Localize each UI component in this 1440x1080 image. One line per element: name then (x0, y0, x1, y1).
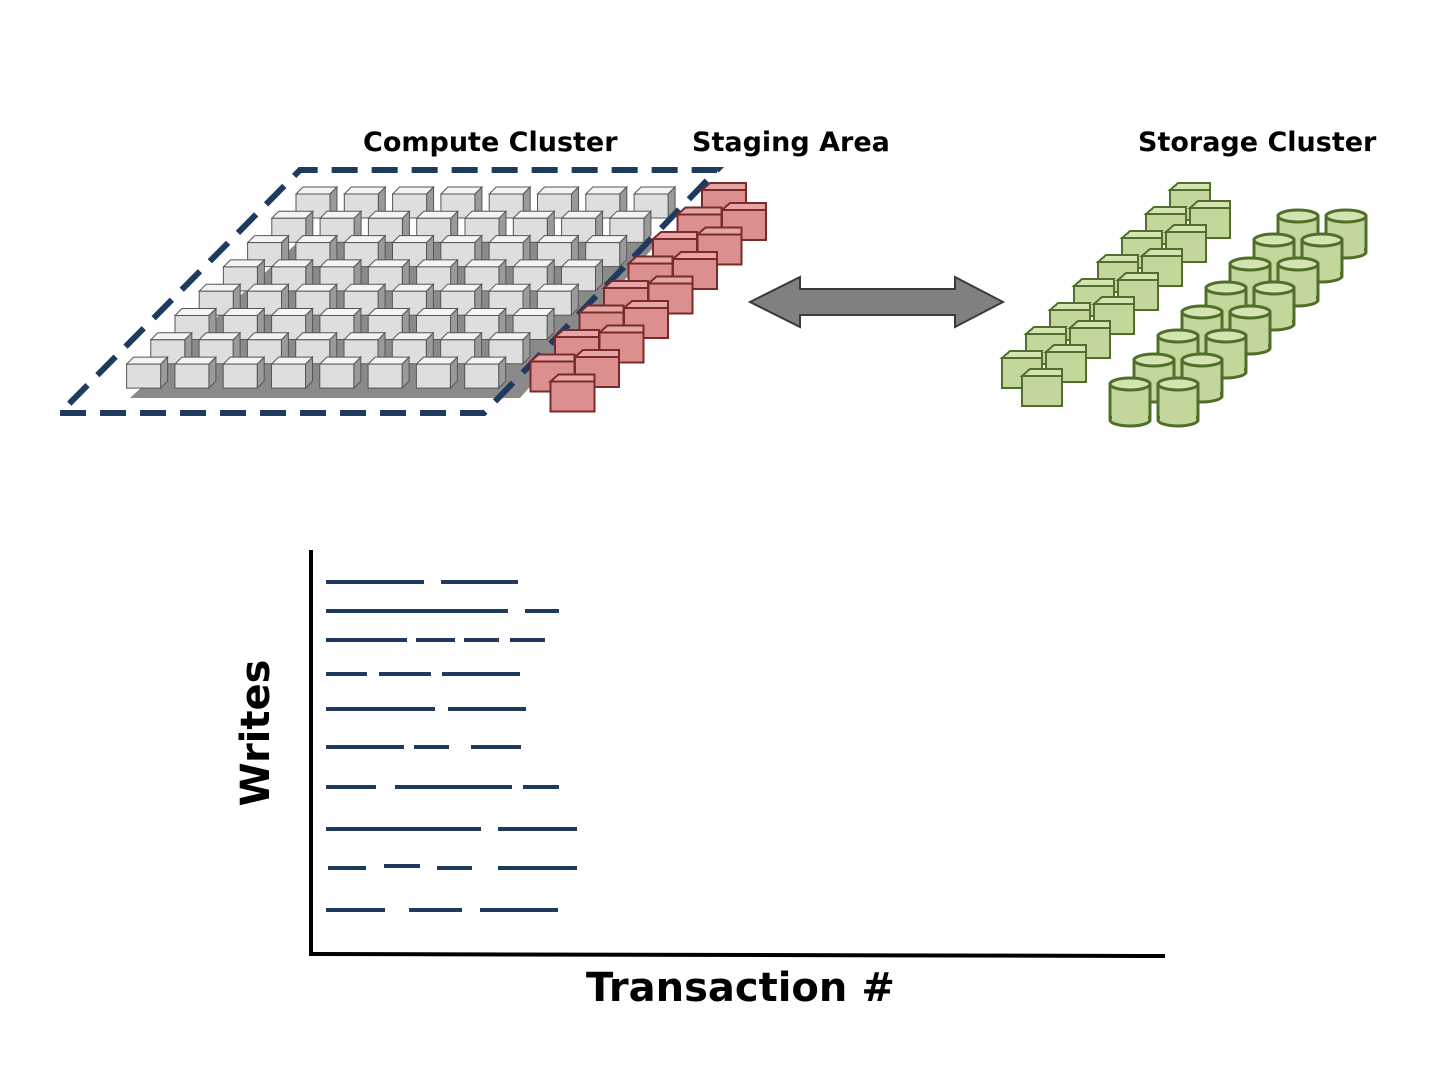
y-axis-label: Writes (233, 659, 279, 807)
x-axis (308, 952, 1166, 958)
compute-node-icon (126, 356, 169, 389)
cylinder-icon (1156, 376, 1200, 428)
storage-cluster-label: Storage Cluster (1138, 127, 1377, 158)
x-axis-label: Transaction # (586, 965, 895, 1011)
double-arrow-icon (747, 275, 1006, 329)
compute-node-icon (319, 356, 362, 389)
compute-node-icon (367, 356, 410, 389)
cylinder-icon (1108, 376, 1152, 428)
write-segments (326, 580, 577, 912)
compute-node-icon (174, 356, 217, 389)
compute-node-icon (464, 356, 507, 389)
compute-node-icon (271, 356, 313, 389)
staging-area-label: Staging Area (692, 127, 890, 158)
compute-cluster-outline (52, 167, 725, 416)
compute-node-icon (415, 356, 458, 389)
compute-node-icon (222, 356, 265, 389)
staging-node-icon (549, 373, 596, 413)
compute-cluster-label: Compute Cluster (363, 127, 618, 158)
storage-node-icon (1021, 368, 1063, 407)
